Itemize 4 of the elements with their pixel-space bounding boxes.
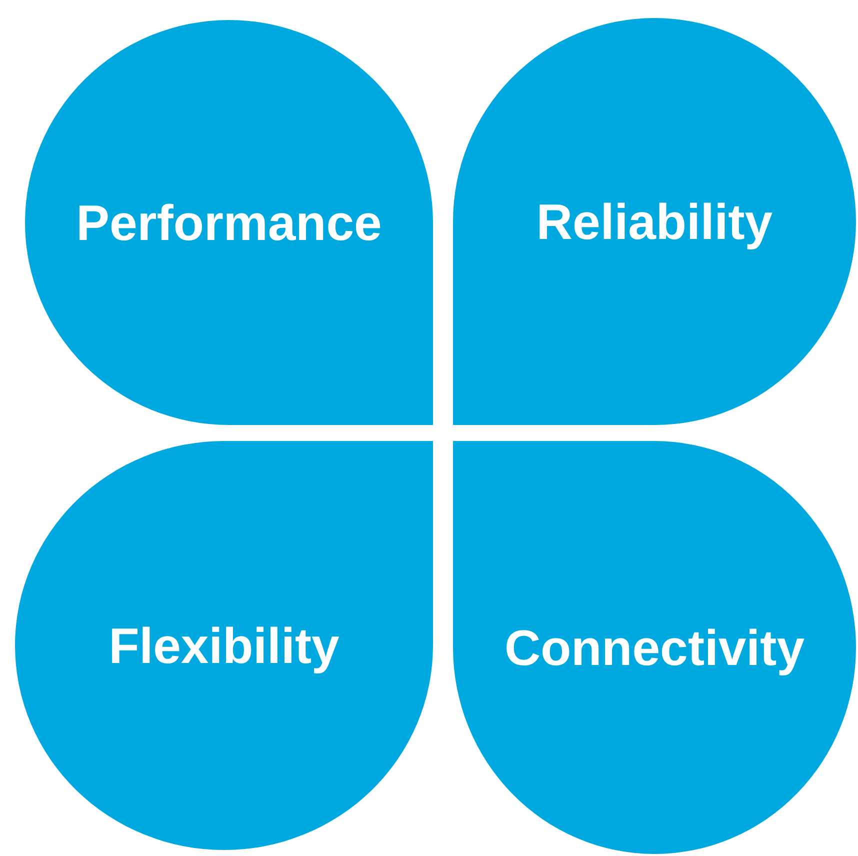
petal-label: Reliability — [536, 192, 773, 250]
petal-label: Performance — [76, 194, 382, 252]
petal-label: Connectivity — [504, 618, 805, 676]
petal-label: Flexibility — [108, 616, 340, 674]
